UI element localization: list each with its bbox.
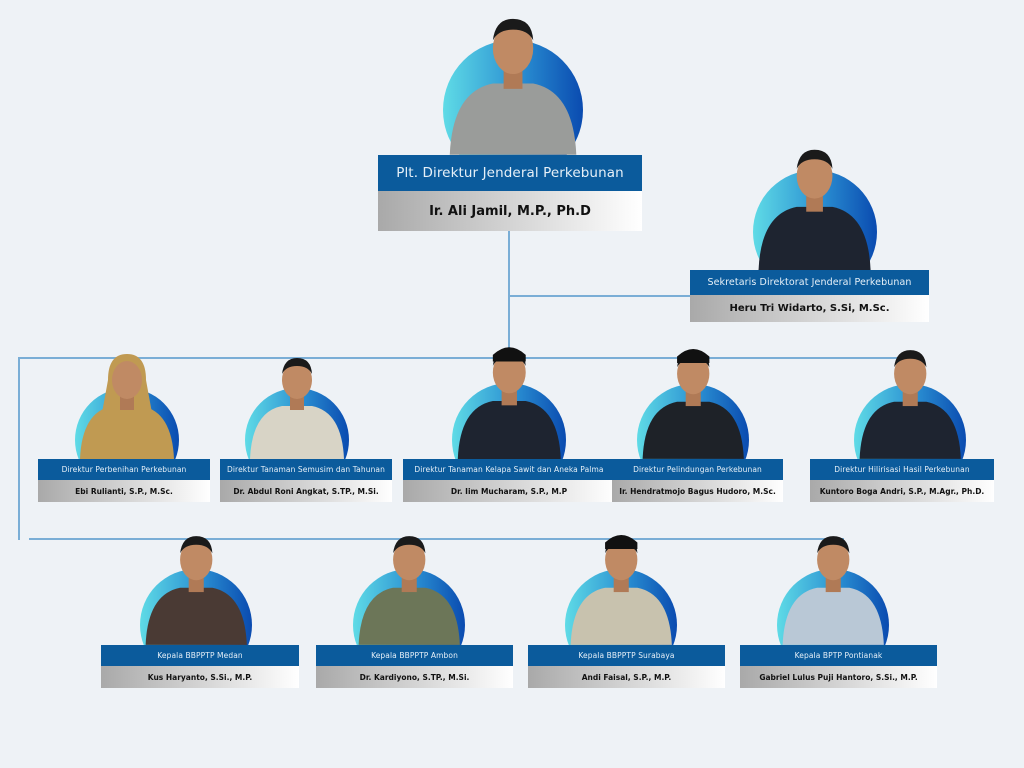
portrait-photo xyxy=(145,536,247,645)
connector-line xyxy=(508,231,510,358)
position-title: Plt. Direktur Jenderal Perkebunan xyxy=(378,155,642,191)
portrait-photo xyxy=(457,347,561,459)
official-name: Kuntoro Boga Andri, S.P., M.Agr., Ph.D. xyxy=(810,480,994,502)
position-title: Direktur Tanaman Kelapa Sawit dan Aneka … xyxy=(403,459,615,480)
position-title: Direktur Pelindungan Perkebunan xyxy=(612,459,783,480)
portrait-photo xyxy=(859,350,961,459)
official-name: Ir. Hendratmojo Bagus Hudoro, M.Sc. xyxy=(612,480,783,502)
official-name: Heru Tri Widarto, S.Si, M.Sc. xyxy=(690,295,929,322)
portrait-photo xyxy=(758,149,872,270)
position-title: Sekretaris Direktorat Jenderal Perkebuna… xyxy=(690,270,929,295)
official-name: Kus Haryanto, S.Si., M.P. xyxy=(101,666,299,688)
position-title: Direktur Tanaman Semusim dan Tahunan xyxy=(220,459,392,480)
portrait-photo xyxy=(250,358,344,459)
portrait-photo xyxy=(782,536,884,645)
connector-line xyxy=(29,538,844,540)
portrait-photo xyxy=(80,354,174,459)
official-name: Andi Faisal, S.P., M.P. xyxy=(528,666,725,688)
official-name: Ir. Ali Jamil, M.P., Ph.D xyxy=(378,191,642,231)
position-title: Kepala BBPPTP Medan xyxy=(101,645,299,666)
portrait-photo xyxy=(449,19,577,155)
position-title: Kepala BBPPTP Surabaya xyxy=(528,645,725,666)
official-name: Dr. Abdul Roni Angkat, S.TP., M.Si. xyxy=(220,480,392,502)
position-title: Kepala BBPPTP Ambon xyxy=(316,645,513,666)
position-title: Direktur Perbenihan Perkebunan xyxy=(38,459,210,480)
position-title: Direktur Hilirisasi Hasil Perkebunan xyxy=(810,459,994,480)
connector-line xyxy=(508,295,690,297)
portrait-photo xyxy=(642,349,744,459)
official-name: Ebi Rulianti, S.P., M.Sc. xyxy=(38,480,210,502)
position-title: Kepala BPTP Pontianak xyxy=(740,645,937,666)
official-name: Gabriel Lulus Puji Hantoro, S.Si., M.P. xyxy=(740,666,937,688)
portrait-photo xyxy=(358,536,460,645)
official-name: Dr. Kardiyono, S.TP., M.Si. xyxy=(316,666,513,688)
connector-line xyxy=(18,357,911,359)
portrait-photo xyxy=(570,535,672,645)
connector-line xyxy=(18,357,20,540)
official-name: Dr. Iim Mucharam, S.P., M.P xyxy=(403,480,615,502)
